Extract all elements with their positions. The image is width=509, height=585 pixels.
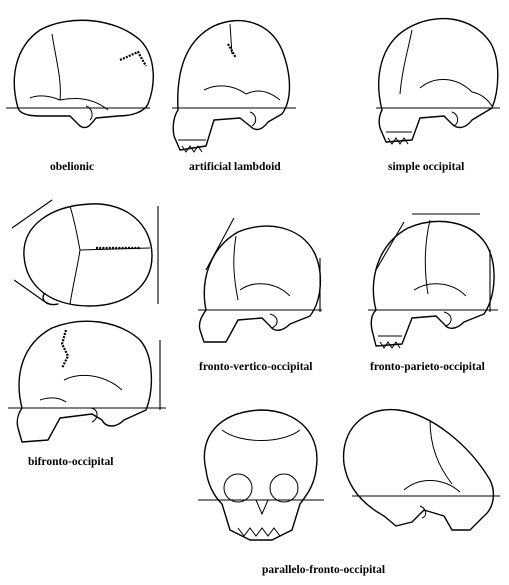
skull-parallelo-lateral-view [344, 410, 500, 530]
caption-parallelo-fronto-occipital: parallelo-fronto-occipital [262, 563, 385, 577]
skull-obelionic [6, 20, 153, 127]
skull-bifronto-top-view [12, 200, 158, 306]
caption-bifronto-occipital: bifronto-occipital [28, 455, 113, 469]
caption-artificial-lambdoid: artificial lambdoid [189, 160, 281, 174]
skull-simple-occipital [376, 19, 500, 144]
caption-simple-occipital: simple occipital [388, 160, 464, 174]
skull-bifronto-occipital [8, 321, 166, 442]
skull-fronto-parieto-occipital [368, 214, 498, 348]
caption-fronto-parieto-occipital: fronto-parieto-occipital [370, 360, 485, 374]
caption-fronto-vertico-occipital: fronto-vertico-occipital [199, 360, 312, 374]
skull-artificial-lambdoid [172, 21, 296, 152]
caption-obelionic: obelionic [50, 160, 94, 174]
skull-parallelo-front-view [198, 410, 324, 540]
skull-fronto-vertico-occipital [198, 218, 322, 342]
